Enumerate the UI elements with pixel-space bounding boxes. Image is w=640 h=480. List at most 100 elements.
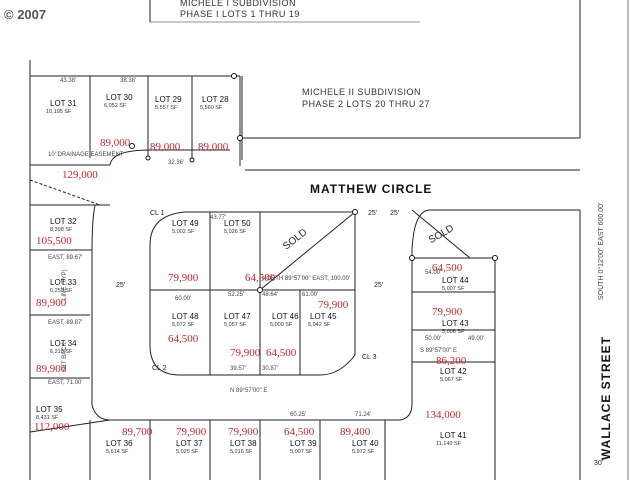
dimension-label: 52.25'	[228, 292, 245, 298]
dimension-label: 50.00'	[425, 336, 442, 342]
sold-parcel-diagonal	[259, 211, 356, 291]
lot-41-sqft: 11,140 SF	[436, 441, 461, 447]
dimension-bearing: S 89°57'00" E	[420, 348, 458, 354]
dimension-north-east: NORTH 89°57'00" EAST, 100.00'	[262, 276, 351, 282]
lot-50-sqft: 5,026 SF	[224, 229, 247, 235]
lot-28-sqft: 5,560 SF	[200, 105, 223, 111]
corner-marker	[409, 255, 415, 261]
lot-46-price: 64,500	[266, 347, 297, 359]
street-width-label: 25'	[368, 210, 378, 217]
corner-marker	[189, 157, 195, 163]
lot-38-label: LOT 38	[230, 439, 257, 448]
lot-47-label: LOT 47	[224, 312, 251, 321]
lot-35-sqft: 8,431 SF	[36, 415, 59, 421]
street-outer-edge	[91, 149, 580, 421]
corner-marker	[145, 155, 151, 161]
lot-45-price: 79,900	[318, 299, 349, 311]
lot-49-price: 79,900	[168, 272, 199, 284]
curve-label-cl2: CL 2	[152, 365, 167, 372]
lot-42-sqft: 5,067 SF	[440, 377, 463, 383]
subdivision-one-phase: PHASE I LOTS 1 THRU 19	[180, 9, 300, 19]
dimension-east: EAST, 71.00'	[48, 380, 83, 386]
lot-35-label: LOT 35	[36, 405, 63, 414]
lot-49-label: LOT 49	[172, 219, 199, 228]
dimension-label: 39.57'	[230, 366, 247, 372]
sold-parcel-diagonal	[411, 209, 471, 259]
lot-33-label: LOT 33	[50, 278, 77, 287]
island-boundary	[149, 211, 356, 376]
street-width-label: 30'	[594, 460, 604, 467]
lot-33-sqft: 6,253 SF	[50, 288, 73, 294]
lot-41-label: LOT 41	[440, 431, 467, 440]
dimension-label: 38.38'	[120, 78, 137, 84]
dimension-label: 30.87'	[262, 366, 279, 372]
copyright-text: © 2007	[4, 7, 47, 22]
dimension-east: EAST, 89.87'	[48, 320, 83, 326]
lot-48-label: LOT 48	[172, 312, 199, 321]
lot-34-label: LOT 34	[50, 339, 77, 348]
dimension-label: 48.64'	[262, 292, 279, 298]
dimension-bearing: N 89°57'00" E	[230, 388, 268, 394]
lot-49-sqft: 5,002 SF	[172, 229, 195, 235]
lot-35-price: 112,000	[34, 421, 70, 433]
corner-marker	[257, 287, 263, 293]
lot-29-price: 89,000	[150, 141, 181, 153]
lot-32-label: LOT 32	[50, 217, 77, 226]
dimension-label: 43.38'	[60, 78, 77, 84]
dimension-label: 32.36'	[168, 160, 185, 166]
lot-44-sqft: 5,007 SF	[442, 286, 465, 292]
dimension-label: 71.24'	[355, 412, 372, 418]
dimension-label: 61.00'	[302, 292, 319, 298]
lot-45-sqft: 5,042 SF	[308, 322, 331, 328]
corner-marker	[237, 135, 243, 141]
subdivision-two-phase: PHASE 2 LOTS 20 THRU 27	[302, 99, 430, 109]
lot-38-sqft: 5,216 SF	[230, 449, 253, 455]
lot-39-label: LOT 39	[290, 439, 317, 448]
dimension-label: 60.00'	[175, 296, 192, 302]
lot-48-sqft: 5,072 SF	[172, 322, 195, 328]
lot-36-price: 89,700	[122, 426, 153, 438]
lot-50-price: 64,500	[245, 272, 276, 284]
lot-47-price: 79,900	[230, 347, 261, 359]
lot-32-sqft: 8,398 SF	[50, 227, 73, 233]
lot-39-sqft: 5,007 SF	[290, 449, 313, 455]
dimension-east: EAST, 89.67'	[48, 255, 83, 261]
lot-45-label: LOT 45	[310, 312, 337, 321]
easement-line	[29, 179, 101, 206]
lot-37-label: LOT 37	[176, 439, 203, 448]
corner-marker	[352, 209, 358, 215]
lot-44-price: 64,500	[432, 262, 463, 274]
lot-43-price: 79,900	[432, 306, 463, 318]
lot-32-price: 105,500	[36, 235, 72, 247]
lot-31-price: 129,000	[62, 169, 98, 181]
lot-40-label: LOT 40	[352, 439, 379, 448]
lot-46-sqft: 5,000 SF	[270, 322, 293, 328]
lot-40-price: 89,400	[340, 426, 371, 438]
lot-34-price: 89,900	[36, 363, 67, 375]
lot-29-sqft: 5,557 SF	[155, 105, 178, 111]
lot-31-sqft: 10,195 SF	[46, 109, 72, 115]
subdivision-two-name: MICHELE II SUBDIVISION	[302, 87, 422, 97]
dimension-label: 54.00'	[425, 270, 442, 276]
lot-40-sqft: 5,972 SF	[352, 449, 375, 455]
lot-30-sqft: 6,052 SF	[104, 103, 127, 109]
corner-marker	[492, 255, 498, 261]
street-width-label: 25'	[116, 282, 126, 289]
dimension-label: 43.77'	[210, 215, 227, 221]
dimension-label: 49.00'	[468, 336, 485, 342]
lot-41-price: 134,000	[425, 409, 461, 421]
lot-34-sqft: 6,218 SF	[50, 349, 73, 355]
lot-42-price: 86,200	[436, 355, 467, 367]
dimension-south-east: SOUTH 0°12'00" EAST 600.00'	[598, 202, 605, 300]
lot-29-label: LOT 29	[155, 95, 182, 104]
lot-50-label: LOT 50	[224, 219, 251, 228]
street-width-label: 25'	[390, 210, 400, 217]
curve-label-cl1: CL 1	[150, 210, 165, 217]
lot-36-label: LOT 36	[106, 439, 133, 448]
street-width-label: 25'	[374, 282, 384, 289]
lot-line	[29, 419, 111, 433]
lot-37-sqft: 5,025 SF	[176, 449, 199, 455]
corner-marker	[129, 143, 135, 149]
lot-39-price: 64,500	[284, 426, 315, 438]
